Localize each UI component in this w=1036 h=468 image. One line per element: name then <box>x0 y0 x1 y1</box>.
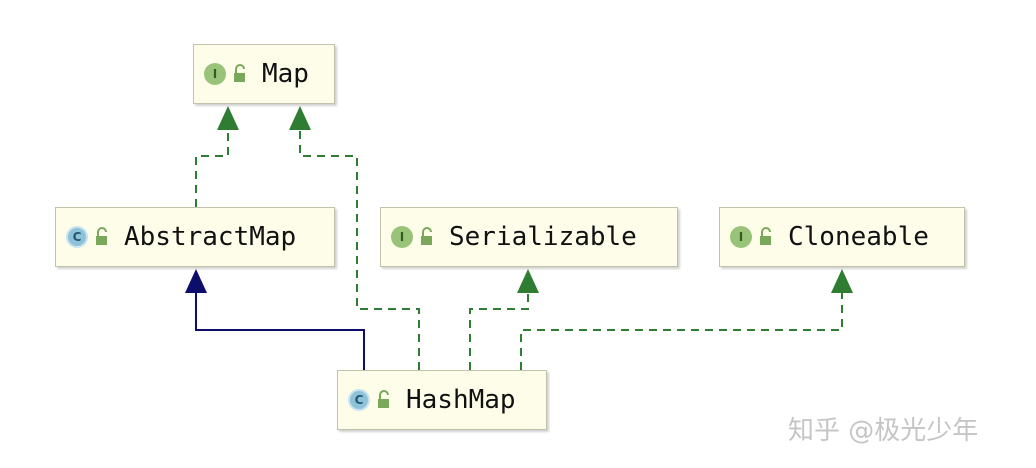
node-hash-map[interactable]: C HashMap <box>337 370 547 430</box>
unlocked-padlock-icon <box>421 227 432 245</box>
arrowhead-map-left <box>217 106 239 130</box>
edge-abstractmap-implements-map <box>195 130 229 207</box>
class-badge-icon: C <box>66 226 88 248</box>
interface-badge-icon: I <box>204 63 226 85</box>
watermark: 知乎 @极光少年 <box>788 416 979 446</box>
interface-badge-icon: I <box>391 226 413 248</box>
edge-hashmap-extends-abstractmap <box>195 292 365 370</box>
node-map-label: Map <box>262 59 309 89</box>
node-serializable[interactable]: I Serializable <box>380 207 678 267</box>
node-abstract-map[interactable]: C AbstractMap <box>55 207 335 267</box>
node-hash-map-label: HashMap <box>406 385 516 415</box>
interface-badge-icon: I <box>730 226 752 248</box>
unlocked-padlock-icon <box>234 64 245 82</box>
node-abstract-map-label: AbstractMap <box>124 222 297 252</box>
class-badge-icon: C <box>348 389 370 411</box>
unlocked-padlock-icon <box>760 227 771 245</box>
node-cloneable[interactable]: I Cloneable <box>719 207 965 267</box>
arrowhead-map-right <box>289 106 311 130</box>
edge-hashmap-implements-map <box>299 130 420 370</box>
arrowhead-abstractmap <box>185 269 207 293</box>
unlocked-padlock-icon <box>96 227 107 245</box>
node-cloneable-label: Cloneable <box>788 222 929 252</box>
unlocked-padlock-icon <box>378 390 389 408</box>
edge-hashmap-implements-cloneable <box>520 292 843 370</box>
arrowhead-cloneable <box>831 269 853 293</box>
node-map[interactable]: I Map <box>193 44 335 104</box>
node-serializable-label: Serializable <box>449 222 637 252</box>
edge-hashmap-implements-serializable <box>469 292 529 370</box>
arrowhead-serializable <box>517 269 539 293</box>
